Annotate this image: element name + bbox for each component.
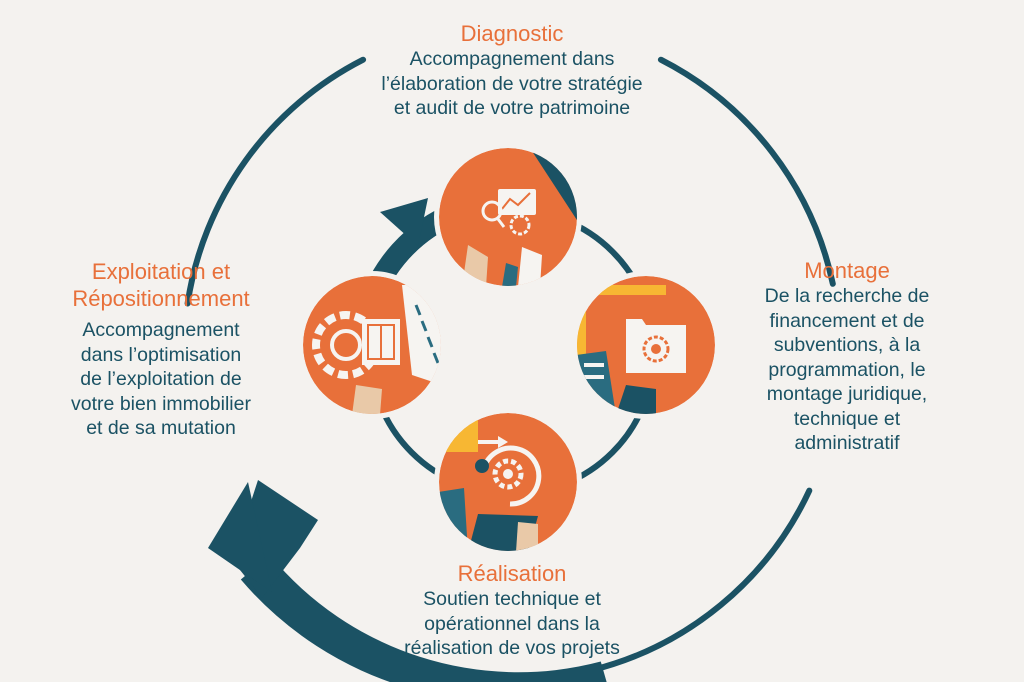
stage-realisation: Réalisation Soutien technique et opérati… — [362, 560, 662, 661]
gear-plan-icon — [312, 285, 441, 414]
outer-cycle-arc — [184, 56, 367, 307]
stage-desc-line: financement et de — [769, 309, 925, 332]
stage-desc-line: technique et — [793, 407, 901, 430]
stage-title-line: Répositionnement — [72, 286, 250, 311]
stage-desc-line: de l’exploitation de — [80, 368, 242, 390]
stage-desc-line: opérationnel dans la — [424, 612, 600, 635]
stage-diagnostic: Diagnostic Accompagnement dans l’élabora… — [310, 20, 714, 121]
stage-circle-montage — [572, 271, 720, 419]
stage-diagnostic-description: Accompagnement dans l’élaboration de vot… — [310, 47, 714, 121]
stage-desc-line: programmation, le — [768, 358, 926, 381]
stage-desc-line: De la recherche de — [764, 285, 930, 307]
stage-realisation-description: Soutien technique et opérationnel dans l… — [362, 587, 662, 661]
stage-exploitation: Exploitation et Répositionnement Accompa… — [28, 258, 294, 441]
stage-exploitation-description: Accompagnement dans l’optimisation de l’… — [28, 318, 294, 441]
stage-desc-line: Accompagnement dans — [409, 48, 615, 70]
stage-diagnostic-title: Diagnostic — [310, 20, 714, 47]
stage-desc-line: l’élaboration de votre stratégie — [381, 72, 643, 95]
stage-circle-realisation — [434, 408, 582, 556]
stage-title-line: Montage — [804, 258, 890, 283]
stage-desc-line: Accompagnement — [82, 319, 240, 341]
stage-title-line: Diagnostic — [460, 21, 564, 46]
stage-montage-title: Montage — [722, 257, 972, 284]
stage-desc-line: et audit de votre patrimoine — [393, 97, 631, 119]
stage-desc-line: administratif — [794, 432, 900, 454]
stage-realisation-title: Réalisation — [362, 560, 662, 587]
stage-circle-exploitation — [298, 271, 446, 419]
stage-desc-line: dans l’optimisation — [80, 343, 242, 366]
stage-montage: Montage De la recherche de financement e… — [722, 257, 972, 456]
stage-desc-line: et de sa mutation — [86, 417, 236, 439]
stage-desc-line: subventions, à la — [773, 334, 921, 356]
stage-title-line: Réalisation — [457, 561, 567, 586]
outer-cycle-arc — [588, 487, 813, 674]
stage-circle-diagnostic — [434, 143, 582, 291]
bottom-left-arrow-tip — [208, 482, 272, 592]
stage-title-line: Exploitation et — [91, 259, 231, 284]
stage-desc-line: montage juridique, — [766, 383, 928, 405]
stage-desc-line: réalisation de vos projets — [404, 637, 620, 659]
stage-desc-line: Soutien technique et — [423, 588, 601, 610]
bottom-left-arrow-body — [240, 555, 607, 682]
stage-montage-description: De la recherche de financement et de sub… — [722, 284, 972, 456]
stage-desc-line: votre bien immobilier — [71, 392, 251, 415]
outer-cycle-arc — [657, 56, 836, 287]
inner-arrow-head-icon — [380, 198, 428, 246]
stage-exploitation-title: Exploitation et Répositionnement — [28, 258, 294, 312]
